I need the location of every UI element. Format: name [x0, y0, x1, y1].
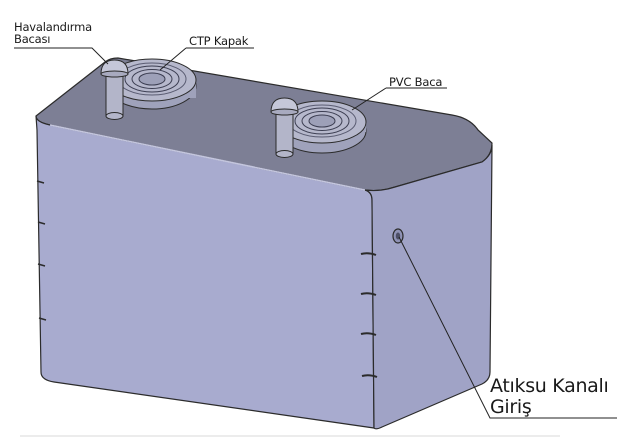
wastewater-label-line2: Giriş [490, 396, 532, 419]
ventilation-pipe [100, 59, 129, 120]
wastewater-label-line1: Atıksu Kanalı [490, 375, 609, 397]
ctp-cover [107, 58, 197, 110]
leader-pvc [351, 87, 447, 111]
ventilation-label-line2: Bacası [14, 32, 51, 47]
right-hinge-tabs [360, 252, 378, 378]
ventilation-label-line1: Havalandırma [14, 20, 92, 34]
leader-havalandirma [14, 47, 109, 65]
leader-ctp [159, 47, 254, 71]
leader-atiksu [398, 236, 617, 419]
ctp-cover-label: CTP Kapak [189, 34, 249, 48]
tank-body [35, 57, 493, 430]
ventilation-stack-label: Havalandırma Bacası [14, 21, 92, 45]
pvc-stack-label: PVC Baca [389, 75, 443, 89]
wastewater-inlet-label: Atıksu Kanalı Giriş [490, 375, 609, 419]
pvc-stack [277, 100, 367, 154]
left-hinge-tabs [36, 180, 47, 321]
pvc-pipe [270, 97, 299, 158]
tank-edge-highlight [49, 124, 366, 191]
leader-lines [14, 47, 617, 419]
